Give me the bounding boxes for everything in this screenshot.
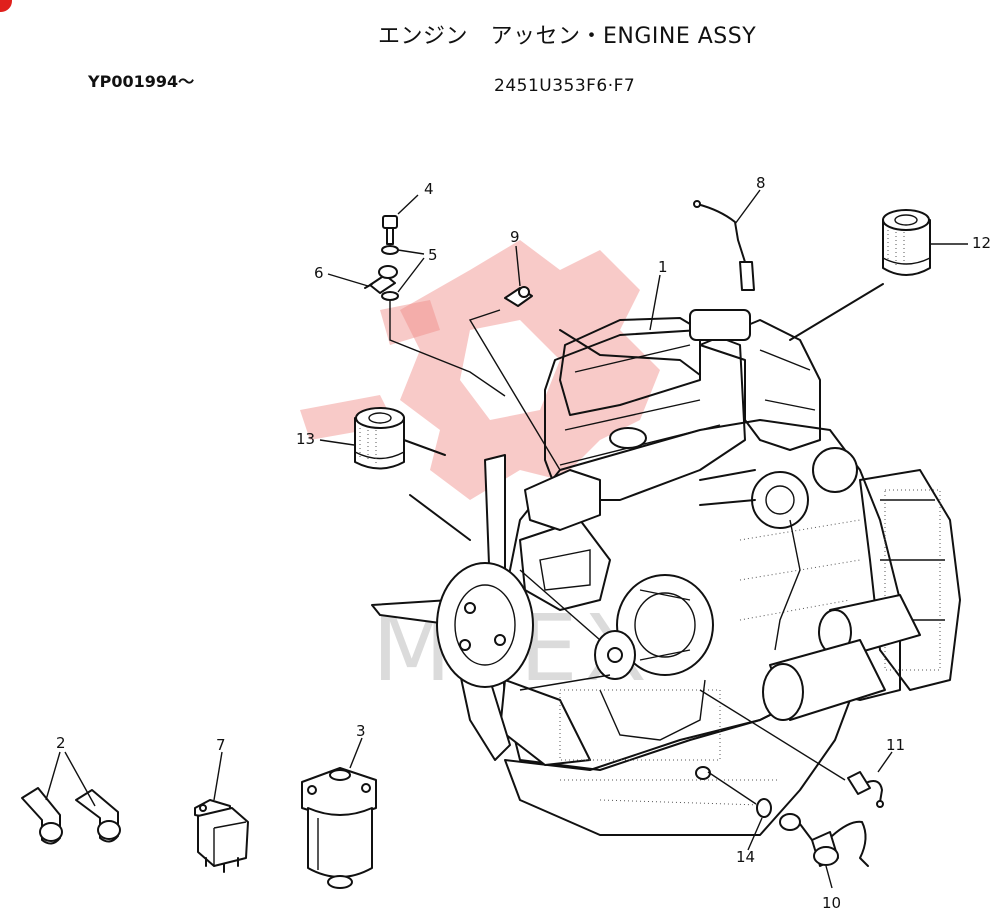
banjo-bolt-parts	[364, 215, 399, 301]
water-temp-sensor-part	[504, 286, 533, 307]
sender-unit-part	[847, 771, 884, 808]
callout-12: 12	[972, 234, 991, 252]
callout-7: 7	[216, 736, 226, 754]
callout-9: 9	[510, 228, 520, 246]
callout-5: 5	[428, 246, 438, 264]
engine-block	[371, 309, 961, 836]
model-number: 2451U353F6·F7	[494, 76, 636, 96]
diagram-title: エンジン アッセン・ENGINE ASSY	[378, 24, 757, 49]
sensor-with-lead-part	[693, 200, 755, 291]
callout-4: 4	[424, 180, 434, 198]
callout-14: 14	[736, 848, 755, 866]
oil-pressure-switch-part	[779, 813, 869, 867]
o-ring-part	[756, 798, 772, 818]
callout-8: 8	[756, 174, 766, 192]
rubber-boots-part	[21, 787, 121, 845]
callout-3: 3	[356, 722, 366, 740]
callout-1: 1	[658, 258, 668, 276]
leader-lines	[45, 189, 968, 889]
callout-10: 10	[822, 894, 841, 912]
oil-filter-part	[882, 209, 931, 276]
callout-labels: 1 2 3 4 5 6 7 8 9 10 11 12 13 14	[56, 174, 991, 912]
callout-11: 11	[886, 736, 905, 754]
relay-part	[194, 799, 249, 873]
fuel-strainer-part	[301, 767, 377, 889]
fuel-filter-element-part	[354, 407, 405, 470]
callout-6: 6	[314, 264, 324, 282]
callout-13: 13	[296, 430, 315, 448]
serial-range: YP001994～	[88, 72, 195, 91]
callout-2: 2	[56, 734, 66, 752]
